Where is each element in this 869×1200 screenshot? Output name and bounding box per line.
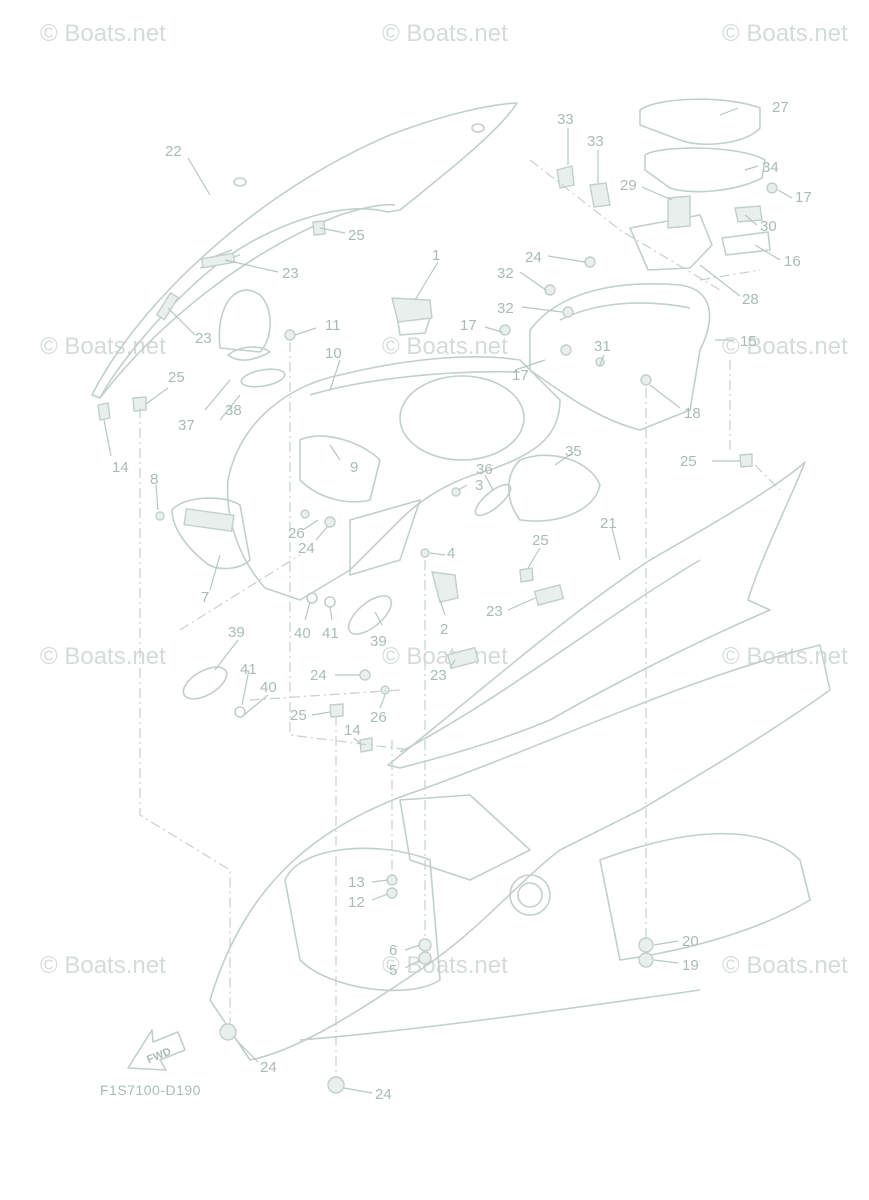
callout-30: 30 — [760, 218, 777, 235]
callout-23: 23 — [486, 603, 503, 620]
callout-25: 25 — [532, 532, 549, 549]
callout-19: 19 — [682, 957, 699, 974]
callout-17: 17 — [795, 189, 812, 206]
callout-14: 14 — [112, 459, 129, 476]
callout-2: 2 — [440, 621, 448, 638]
part-39-40-41-ring[interactable] — [178, 589, 397, 718]
callout-21: 21 — [600, 515, 617, 532]
callout-32: 32 — [497, 300, 514, 317]
fasteners[interactable] — [155, 182, 778, 1094]
callout-24: 24 — [375, 1086, 392, 1103]
part-34-seat-pad[interactable] — [644, 147, 766, 193]
watermark-low-center: © Boats.net — [382, 643, 508, 670]
callout-41: 41 — [240, 661, 257, 678]
callout-25: 25 — [290, 707, 307, 724]
part-15-seat-base[interactable] — [529, 283, 711, 431]
callout-5: 5 — [389, 962, 397, 979]
callout-23: 23 — [195, 330, 212, 347]
callout-12: 12 — [348, 894, 365, 911]
callout-27: 27 — [772, 99, 789, 116]
callout-33: 33 — [557, 111, 574, 128]
callout-40: 40 — [260, 679, 277, 696]
callout-41: 41 — [322, 625, 339, 642]
watermark-bottom-left: © Boats.net — [40, 952, 166, 979]
callout-24: 24 — [298, 540, 315, 557]
watermark-bottom-center: © Boats.net — [382, 952, 508, 979]
callout-37: 37 — [178, 417, 195, 434]
watermark-top-left: © Boats.net — [40, 20, 166, 47]
callout-29: 29 — [620, 177, 637, 194]
leader-lines — [103, 107, 793, 1094]
callout-23: 23 — [430, 667, 447, 684]
callout-40: 40 — [294, 625, 311, 642]
part-28-tray[interactable] — [629, 195, 713, 271]
callout-11: 11 — [325, 317, 341, 334]
part-37-38-lid-mirror[interactable] — [218, 289, 286, 390]
callout-14: 14 — [344, 722, 361, 739]
part-27-seat-top[interactable] — [639, 98, 761, 145]
callout-16: 16 — [784, 253, 801, 270]
part-23-decals[interactable] — [155, 252, 565, 670]
callout-23: 23 — [282, 265, 299, 282]
callout-32: 32 — [497, 265, 514, 282]
callout-15: 15 — [740, 333, 757, 350]
callout-17: 17 — [460, 317, 477, 334]
callout-4: 4 — [447, 545, 455, 562]
watermark-top-right: © Boats.net — [722, 20, 848, 47]
callout-25: 25 — [348, 227, 365, 244]
assembly-lines — [139, 159, 781, 1078]
callout-20: 20 — [682, 933, 699, 950]
callout-10: 10 — [325, 345, 342, 362]
callout-39: 39 — [228, 624, 245, 641]
callout-9: 9 — [350, 459, 358, 476]
callout-25: 25 — [168, 369, 185, 386]
part-16-30-latch[interactable] — [721, 205, 771, 256]
callout-33: 33 — [587, 133, 604, 150]
part-1-handle[interactable] — [391, 297, 433, 336]
part-33-hinges[interactable] — [556, 165, 611, 208]
watermark-mid-center: © Boats.net — [382, 333, 508, 360]
callout-22: 22 — [165, 143, 182, 160]
callout-35: 35 — [565, 443, 582, 460]
fwd-arrow-icon: FWD — [127, 1029, 186, 1071]
callout-34: 34 — [762, 159, 779, 176]
watermark-top-center: © Boats.net — [382, 20, 508, 47]
watermark-mid-right: © Boats.net — [722, 333, 848, 360]
part-14-25-clips[interactable] — [97, 220, 753, 753]
callout-26: 26 — [370, 709, 387, 726]
callout-39: 39 — [370, 633, 387, 650]
callout-6: 6 — [389, 942, 397, 959]
part-2-bracket[interactable] — [431, 571, 459, 603]
callout-36: 36 — [476, 461, 493, 478]
callout-8: 8 — [150, 471, 158, 488]
callout-1: 1 — [432, 247, 440, 264]
part-22-side-cover[interactable] — [91, 102, 518, 399]
callout-28: 28 — [742, 291, 759, 308]
fwd-label: FWD — [145, 1046, 173, 1067]
callout-3: 3 — [475, 477, 483, 494]
watermark-low-right: © Boats.net — [722, 643, 848, 670]
callout-24: 24 — [525, 249, 542, 266]
callout-24: 24 — [260, 1059, 277, 1076]
callout-26: 26 — [288, 525, 305, 542]
callout-25: 25 — [680, 453, 697, 470]
callout-7: 7 — [201, 589, 209, 606]
callout-24: 24 — [310, 667, 327, 684]
diagram-code: F1S7100-D190 — [100, 1082, 201, 1098]
main-hull-body — [209, 644, 831, 1061]
callout-labels: 22 25 23 23 1 11 10 17 17 31 18 27 34 29… — [112, 99, 812, 1103]
part-21-lower-side-panel[interactable] — [387, 461, 806, 769]
callout-38: 38 — [225, 402, 242, 419]
callout-18: 18 — [684, 405, 701, 422]
callout-13: 13 — [348, 874, 365, 891]
watermark-bottom-right: © Boats.net — [722, 952, 848, 979]
callout-31: 31 — [594, 338, 611, 355]
callout-17: 17 — [512, 367, 529, 384]
watermark-low-left: © Boats.net — [40, 643, 166, 670]
part-7-front-lid[interactable] — [171, 497, 251, 570]
